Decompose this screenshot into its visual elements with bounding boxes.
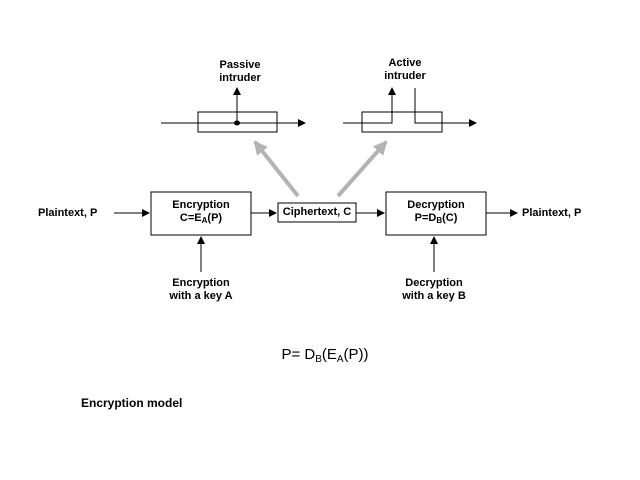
plaintext-output-label: Plaintext, P: [522, 207, 582, 219]
encryption-formula: C=EA(P): [179, 212, 223, 225]
active-intruder-box: [361, 111, 443, 133]
figure-caption: Encryption model: [81, 396, 183, 410]
ciphertext-label: Ciphertext, C: [282, 206, 352, 218]
key-b-line2: with a key B: [402, 290, 466, 302]
key-b-line1: Decryption: [405, 277, 463, 289]
passive-intruder-label: Passive intruder: [210, 59, 270, 85]
gray-arrow-to-active-intruder: [336, 140, 388, 198]
active-intruder-line-out: [414, 88, 477, 127]
active-intruder-label: Active intruder: [375, 57, 435, 83]
passive-intruder-tap-point: [234, 120, 240, 126]
gray-arrow-to-passive-intruder: [253, 140, 300, 198]
passive-intruder-line2: intruder: [219, 72, 261, 84]
passive-intruder-line1: Passive: [219, 59, 261, 71]
decryption-box: [385, 191, 487, 236]
plaintext-input-label: Plaintext, P: [38, 207, 98, 219]
encryption-box: [150, 191, 252, 236]
active-intruder-line1: Active: [388, 57, 422, 69]
decryption-box-text: Decryption P=DB(C): [386, 199, 486, 227]
encryption-box-text: Encryption C=EA(P): [151, 199, 251, 227]
decryption-title: Decryption: [407, 199, 465, 211]
key-b-label: Decryption with a key B: [384, 277, 484, 303]
active-intruder-line-in: [343, 87, 396, 124]
decryption-formula-equation: P= DB(EA(P)): [281, 346, 369, 365]
key-a-label: Encryption with a key A: [151, 277, 251, 303]
key-a-line2: with a key A: [169, 290, 233, 302]
decryption-formula: P=DB(C): [414, 212, 458, 225]
key-a-line1: Encryption: [172, 277, 230, 289]
encryption-title: Encryption: [172, 199, 230, 211]
active-intruder-line2: intruder: [384, 70, 426, 82]
